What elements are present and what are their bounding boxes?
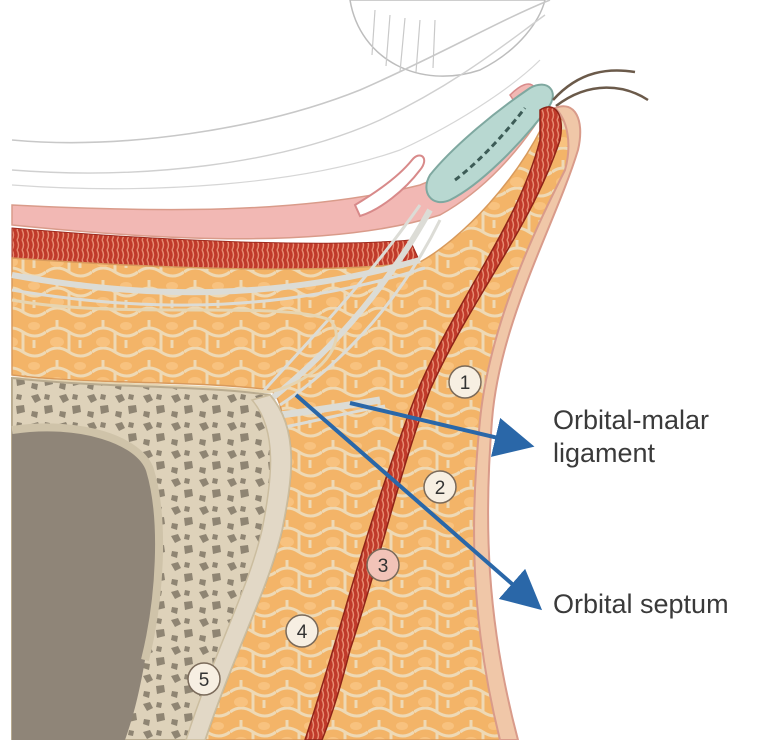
svg-text:2: 2: [435, 478, 446, 499]
marker-1: 1: [449, 366, 481, 398]
svg-text:5: 5: [199, 670, 210, 691]
maxillary-sinus: [12, 427, 159, 740]
marker-3: 3: [367, 549, 399, 581]
orbital-malar-ligament-label: Orbital-malar ligament: [553, 404, 709, 470]
orbital-septum-label: Orbital septum: [553, 588, 729, 621]
orbital-malar-label-line2: ligament: [553, 437, 709, 470]
svg-text:1: 1: [460, 373, 471, 394]
svg-text:4: 4: [297, 622, 308, 643]
orbital-malar-label-line1: Orbital-malar: [553, 404, 709, 437]
marker-4: 4: [286, 615, 318, 647]
marker-5: 5: [188, 663, 220, 695]
marker-2: 2: [424, 471, 456, 503]
svg-text:3: 3: [378, 556, 389, 577]
eyelashes: [553, 70, 648, 106]
